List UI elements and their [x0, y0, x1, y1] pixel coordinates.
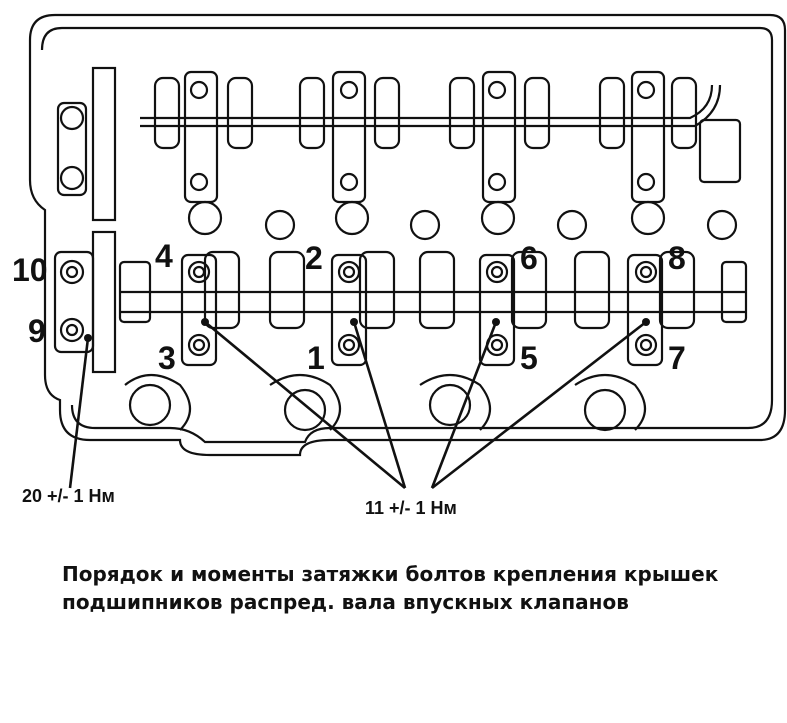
diagram-caption: Порядок и моменты затяжки болтов креплен…: [62, 560, 762, 616]
caption-line-2: подшипников распред. вала впускных клапа…: [62, 590, 629, 614]
bolt-number-7: 7: [668, 340, 686, 376]
leader-line-outer: [68, 337, 90, 489]
leader-line-inner-3: [430, 321, 498, 489]
bolt-number-4: 4: [155, 238, 173, 274]
leader-line-inner-2: [352, 321, 407, 489]
bolt-number-8: 8: [668, 240, 686, 276]
bolt-number-10: 10: [12, 252, 48, 288]
bolt-number-3: 3: [158, 340, 176, 376]
intake-camshaft: [120, 290, 745, 314]
leader-line-inner-4: [431, 320, 647, 490]
head-outline: [28, 13, 787, 457]
bolt-number-9: 9: [28, 313, 46, 349]
leader-line-inner-1: [204, 320, 406, 490]
bolt-number-2: 2: [305, 240, 323, 276]
bolt-number-5: 5: [520, 340, 538, 376]
torque-label-inner: 11 +/- 1 Нм: [365, 498, 457, 518]
bolt-number-6: 6: [520, 240, 538, 276]
torque-label-outer: 20 +/- 1 Нм: [22, 486, 115, 506]
caption-line-1: Порядок и моменты затяжки болтов креплен…: [62, 562, 719, 586]
bolt-number-1: 1: [307, 340, 325, 376]
